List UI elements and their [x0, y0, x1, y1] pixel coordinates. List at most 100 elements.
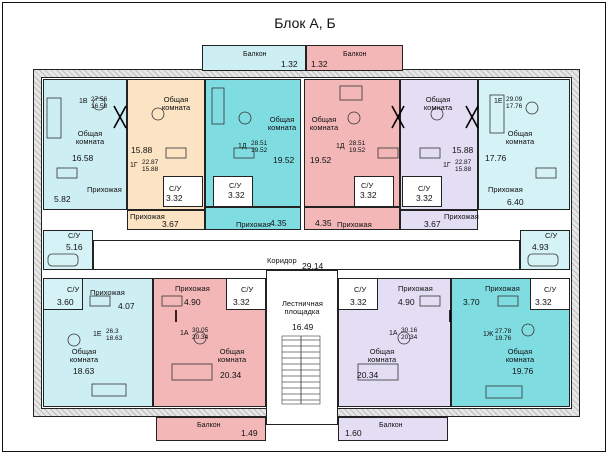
- table-icon: [397, 331, 411, 345]
- hall-label: Прихожая: [337, 220, 372, 229]
- hall-area: 4.35: [270, 218, 287, 228]
- hall-label: Прихожая: [485, 284, 520, 293]
- stove-icon: [89, 295, 111, 307]
- room-area: 19.76: [512, 366, 534, 376]
- apartment-total-area: 28.51: [251, 140, 268, 147]
- balcony-top-left: Балкон 1.32: [202, 45, 306, 71]
- staircase: [281, 335, 321, 405]
- table-icon: [430, 107, 444, 121]
- table-icon: [347, 111, 361, 125]
- bathroom-box: [354, 176, 394, 207]
- bath-label: С/У: [354, 285, 367, 294]
- hall-area: 3.67: [162, 219, 179, 229]
- hall-area: 5.82: [54, 194, 71, 204]
- apartment-code: 1Г: [443, 162, 451, 169]
- bath-label: С/У: [68, 231, 81, 240]
- stove-icon: [419, 147, 441, 159]
- bath-label: С/У: [229, 181, 242, 190]
- apartment-total-area: 30.16: [401, 327, 418, 334]
- balcony-bottom-right: Балкон 1.60: [338, 417, 448, 441]
- apartment-living-area: 20.34: [401, 334, 418, 341]
- sofa-icon: [489, 94, 505, 134]
- sofa-icon: [91, 383, 127, 397]
- bathroom-box: [213, 176, 253, 207]
- apartment-code: 1Е: [93, 331, 102, 338]
- hall-area: 4.07: [118, 301, 135, 311]
- apartment-living-area: 20.34: [192, 334, 209, 341]
- balcony-top-right: Балкон 1.32: [306, 45, 403, 71]
- room-label: Общая комната: [367, 347, 397, 364]
- room-label: Общая комната: [505, 129, 535, 146]
- hall-label: Прихожая: [175, 284, 210, 293]
- apartment-total-area: 29.09: [506, 96, 523, 103]
- stairs-label: Лестничная площадка: [282, 299, 323, 316]
- apartment-living-area: 18.63: [106, 335, 123, 342]
- apartment-code: 1Г: [130, 162, 138, 169]
- corridor-area: 29.14: [302, 261, 324, 271]
- bathroom-1b: [43, 230, 93, 270]
- apartment-1e-top-room: [478, 79, 570, 210]
- room-label: Общая комната: [267, 115, 297, 132]
- bath-area: 3.32: [535, 297, 552, 307]
- bath-label: С/У: [169, 184, 182, 193]
- apartment-total-area: 27.56: [91, 96, 108, 103]
- bath-label: С/У: [361, 181, 374, 190]
- apartment-living-area: 17.76: [506, 103, 523, 110]
- apartment-living-area: 16.58: [91, 103, 108, 110]
- apartment-code: 1Е: [494, 98, 503, 105]
- bath-area: 4.93: [532, 242, 549, 252]
- hall-area: 4.90: [398, 297, 415, 307]
- bath-label: С/У: [241, 285, 254, 294]
- room-label: Общая комната: [309, 115, 339, 132]
- bath-area: 3.32: [416, 193, 433, 203]
- room-area: 19.52: [310, 155, 332, 165]
- hall-label: Прихожая: [444, 212, 479, 221]
- stove-icon: [56, 167, 78, 179]
- room-area: 20.34: [357, 370, 379, 380]
- bath-area: 3.32: [360, 190, 377, 200]
- hall-label: Прихожая: [90, 288, 125, 297]
- apartment-1b-room: [43, 79, 127, 210]
- balcony-area: 1.32: [281, 59, 298, 69]
- bath-area: 3.32: [350, 297, 367, 307]
- apartment-code: 1А: [180, 330, 189, 337]
- apartment-total-area: 27.78: [495, 328, 512, 335]
- apartment-total-area: 22.87: [455, 159, 472, 166]
- room-area: 15.88: [452, 145, 474, 155]
- stove-icon: [497, 295, 519, 307]
- bathtub-icon: [527, 253, 559, 267]
- stove-icon: [535, 167, 557, 179]
- hall-area: 4.90: [184, 297, 201, 307]
- plan-title: Блок А, Б: [274, 15, 336, 31]
- hall-label: Прихожая: [398, 284, 433, 293]
- apartment-total-area: 28.51: [349, 140, 366, 147]
- room-label: Общая комната: [505, 347, 535, 364]
- stove-icon: [233, 147, 255, 159]
- corridor-label: Коридор: [267, 256, 297, 265]
- room-label: Общая комната: [161, 95, 191, 112]
- hall-label: Прихожая: [130, 212, 165, 221]
- bathroom-box: [226, 278, 266, 310]
- hall-strip: [304, 207, 400, 230]
- balcony-label: Балкон: [343, 51, 367, 58]
- bathroom-box: [402, 176, 442, 207]
- bathroom-box: [43, 278, 83, 310]
- bathroom-box: [338, 278, 378, 310]
- stove-icon: [419, 295, 441, 307]
- bathtub-icon: [47, 253, 79, 267]
- balcony-bottom-left: Балкон 1.49: [156, 417, 266, 441]
- table-icon: [521, 323, 535, 337]
- balcony-area: 1.60: [345, 428, 362, 438]
- stair-landing: [266, 270, 338, 425]
- bath-area: 3.32: [233, 297, 250, 307]
- sofa-icon: [485, 385, 523, 399]
- corridor: [93, 240, 520, 270]
- bath-label: С/У: [418, 184, 431, 193]
- table-icon: [525, 101, 539, 115]
- table-icon: [193, 331, 207, 345]
- room-area: 15.88: [131, 145, 153, 155]
- hall-area: 3.70: [463, 297, 480, 307]
- balcony-area: 1.49: [241, 428, 258, 438]
- table-icon: [238, 111, 252, 125]
